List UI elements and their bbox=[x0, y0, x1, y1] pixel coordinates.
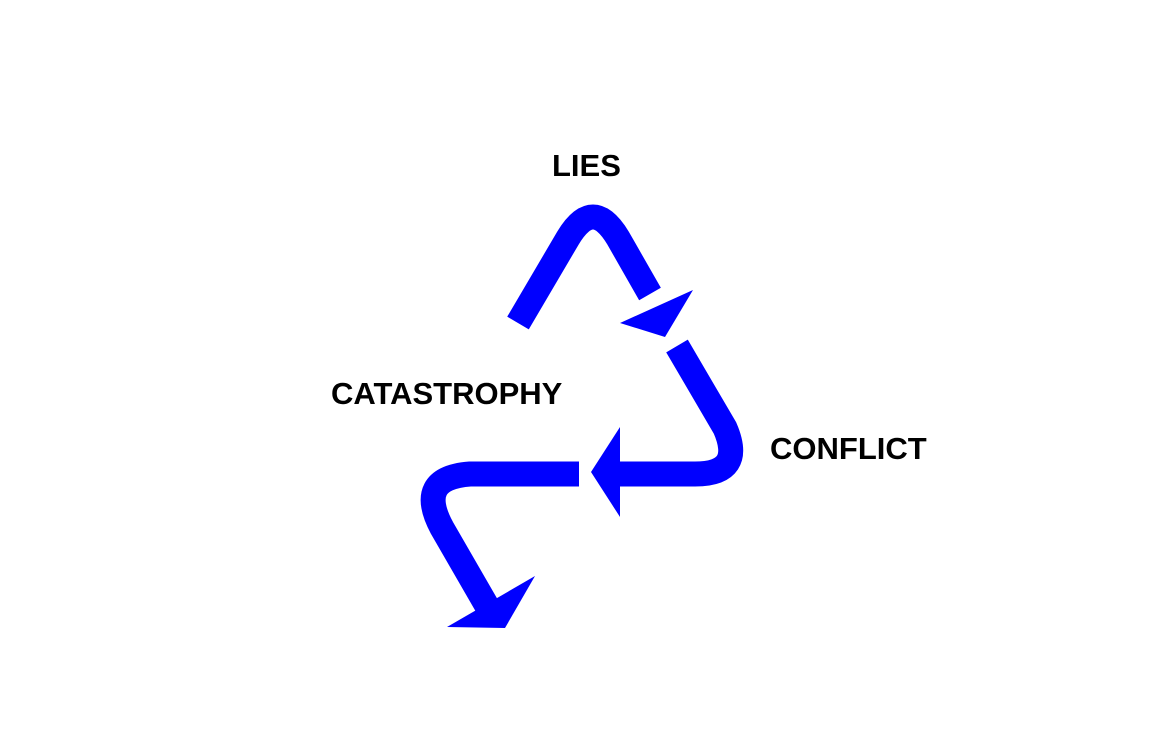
arrow-catastrophy-to-lies bbox=[420, 461, 579, 628]
arrow-conflict-body bbox=[615, 339, 744, 487]
arrow-conflict-to-catastrophy bbox=[591, 339, 744, 517]
arrow-catastrophy-head bbox=[447, 576, 535, 628]
arrow-lies-head bbox=[620, 290, 693, 337]
label-catastrophy: CATASTROPHY bbox=[331, 376, 563, 411]
arrow-conflict-head bbox=[591, 427, 620, 517]
label-conflict: CONFLICT bbox=[770, 431, 927, 466]
label-lies: LIES bbox=[552, 148, 621, 183]
arrow-lies-body bbox=[507, 204, 661, 330]
arrow-catastrophy-body bbox=[420, 461, 579, 613]
arrow-lies-to-conflict bbox=[507, 204, 693, 337]
